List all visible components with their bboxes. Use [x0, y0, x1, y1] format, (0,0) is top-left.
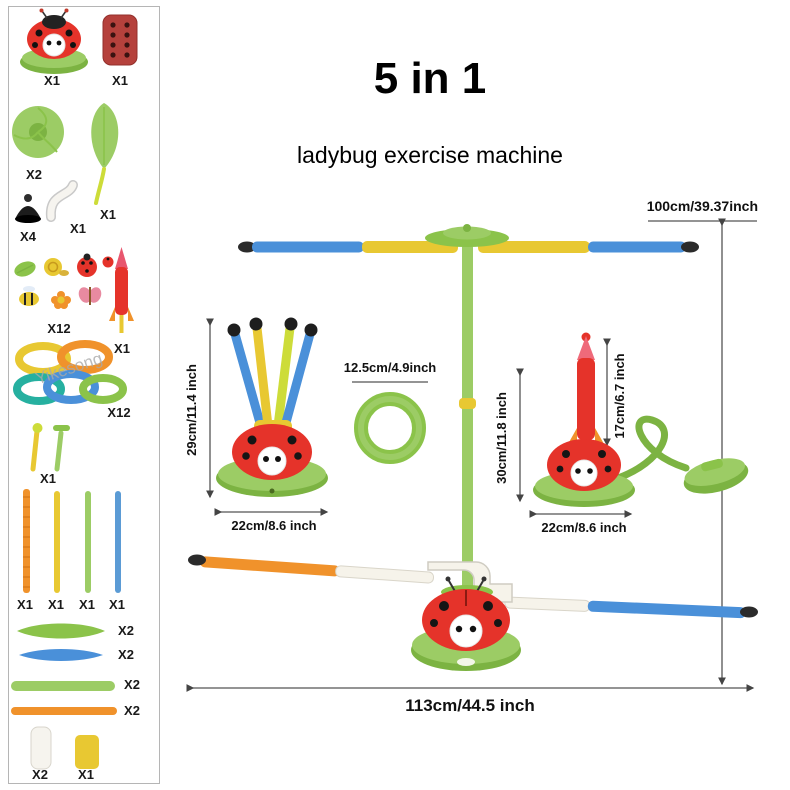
pole-green-icon [85, 491, 91, 593]
white-tube-icon [45, 180, 78, 222]
dim-rocket-height: 17cm/6.7 inch [612, 353, 627, 439]
left-launcher-toy [216, 317, 328, 497]
dim-left-toy-width: 22cm/8.6 inch [231, 518, 317, 533]
qty-pole-green: X1 [79, 597, 95, 612]
foam-white-icon [30, 726, 52, 770]
leaf-blade-icon [91, 103, 119, 205]
qty-spindle-green: X2 [118, 623, 134, 638]
dim-ring-diameter: 12.5cm/4.9inch [343, 360, 437, 375]
qty-suction-cup: X4 [20, 229, 36, 244]
foot-pump-paddle [683, 458, 749, 494]
remote-icon [102, 14, 138, 66]
qty-remote: X1 [112, 73, 128, 88]
dim-right-toy-width: 22cm/8.6 inch [541, 520, 627, 535]
green-disc-icon [12, 106, 64, 158]
qty-green-disc: X2 [26, 167, 42, 182]
dim-left-toy-height: 29cm/11.4 inch [184, 364, 199, 456]
small-rocket-icon [109, 247, 134, 333]
parts-panel: Yikesong X1 X1 X2 X1 X4 X1 X12 X1 X12 X1… [8, 6, 160, 784]
pole-blue-icon [115, 491, 121, 593]
page-title: 5 in 1 [373, 54, 487, 103]
ladybug-base-icon [20, 8, 88, 74]
qty-rings: X12 [107, 405, 131, 420]
page-subtitle: ladybug exercise machine [297, 142, 563, 168]
qty-white-tube: X1 [70, 221, 86, 236]
hammer-sticks-icon [30, 423, 70, 472]
qty-long-pole-orange: X2 [124, 703, 140, 718]
qty-foam-white: X2 [32, 767, 48, 782]
spindle-green-icon [17, 623, 105, 639]
pole-orange-icon [23, 489, 30, 593]
spindle-blue-icon [19, 649, 103, 661]
qty-insect-toys: X12 [47, 321, 71, 336]
suction-cup-icon [15, 194, 41, 223]
qty-foam-yellow: X1 [78, 767, 94, 782]
parts-panel-graphics [11, 8, 138, 770]
green-ring-icon [354, 392, 426, 464]
qty-pole-orange: X1 [17, 597, 33, 612]
foam-yellow-icon [75, 735, 99, 769]
spinner-toy [188, 224, 758, 671]
qty-long-pole-green: X2 [124, 677, 140, 692]
pole-yellow-icon [54, 491, 60, 593]
center-ladybug-base [411, 576, 521, 671]
pump-hose [614, 415, 690, 482]
qty-spindle-blue: X2 [118, 647, 134, 662]
qty-hammer-sticks: X1 [40, 471, 56, 486]
long-pole-orange-icon [11, 707, 117, 715]
qty-leaf-blade: X1 [100, 207, 116, 222]
dim-total-width: 113cm/44.5 inch [405, 696, 535, 715]
dim-total-height: 100cm/39.37inch [646, 198, 758, 214]
qty-pole-blue: X1 [109, 597, 125, 612]
qty-pole-yellow: X1 [48, 597, 64, 612]
qty-ladybug-base: X1 [44, 73, 60, 88]
qty-rocket: X1 [114, 341, 130, 356]
dim-right-toy-height: 30cm/11.8 inch [494, 392, 509, 484]
insect-toys-icon [14, 253, 114, 309]
long-pole-green-icon [11, 681, 115, 691]
rings-icon [13, 340, 127, 405]
right-rocket-toy [533, 332, 749, 507]
